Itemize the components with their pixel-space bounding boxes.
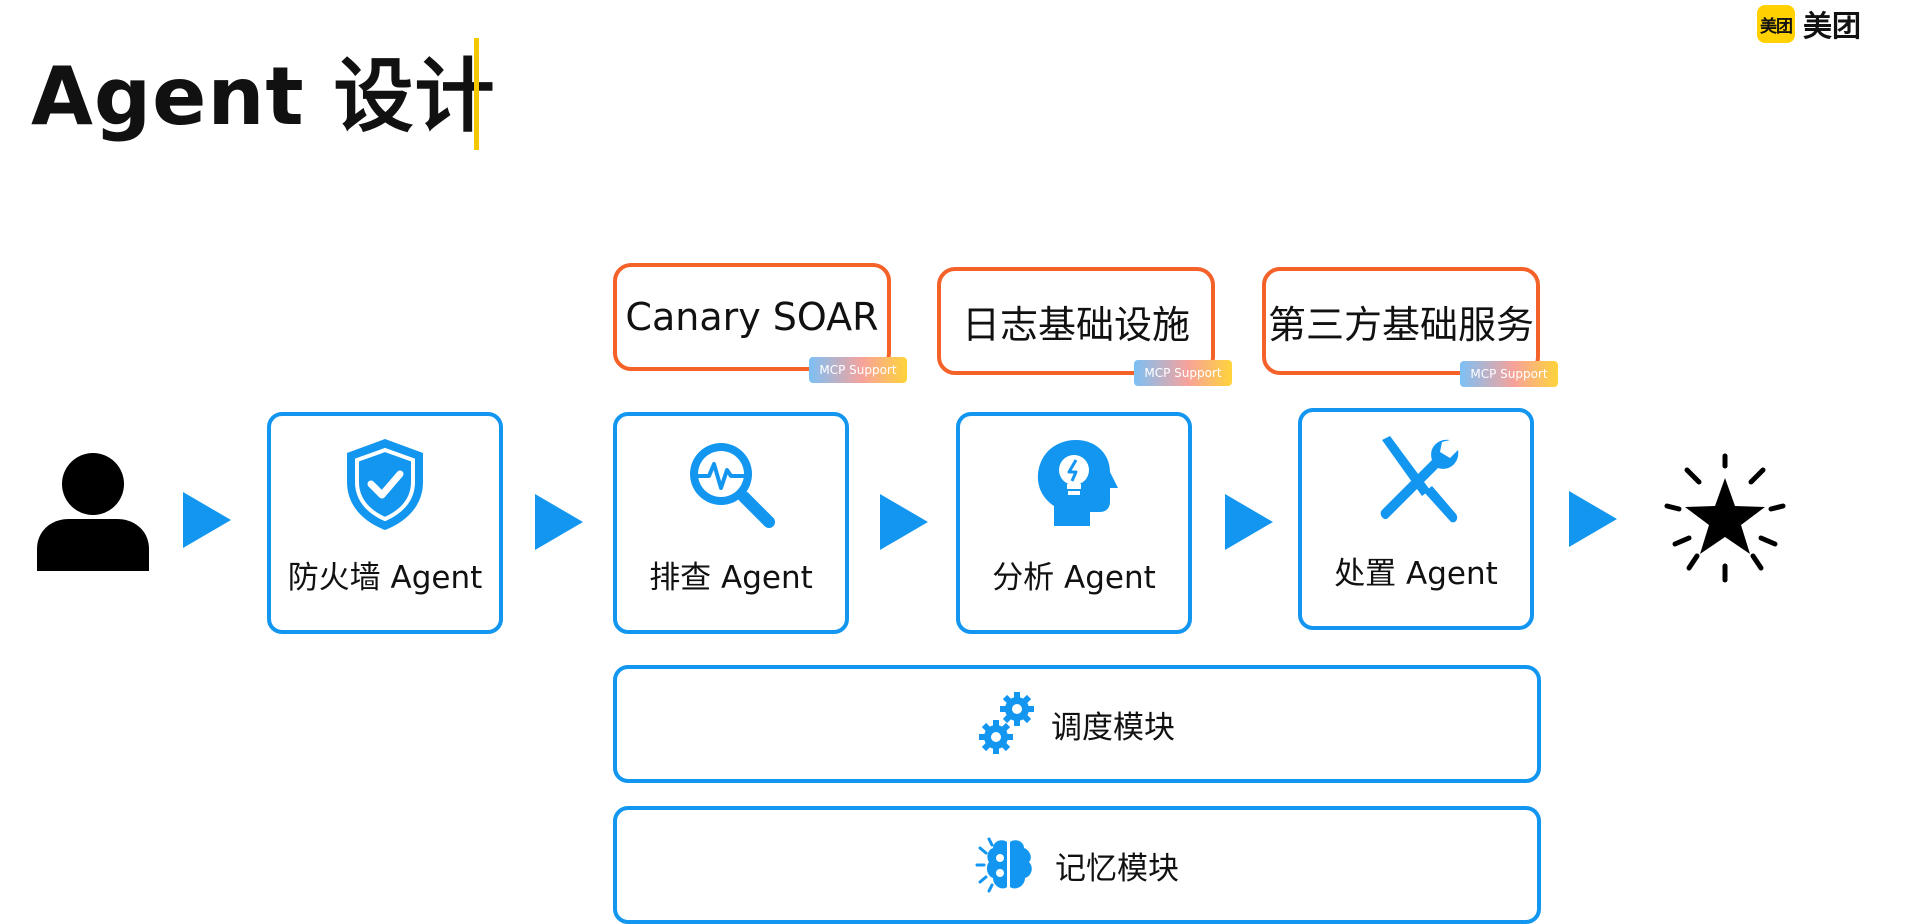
brand-name: 美团 bbox=[1803, 9, 1862, 43]
wrench-screwdriver-icon bbox=[1380, 436, 1459, 523]
brand-badge: 美团 bbox=[1757, 5, 1795, 43]
scheduling-module: 调度模块 bbox=[613, 665, 1541, 783]
head-lightbulb-icon bbox=[1037, 440, 1118, 526]
mcp-support-badge: MCP Support bbox=[809, 357, 907, 383]
flow-arrow bbox=[1569, 491, 1617, 547]
agent-label: 防火墙 Agent bbox=[287, 560, 483, 596]
agent-label: 分析 Agent bbox=[992, 560, 1156, 596]
agent-card-investigate: 排查 Agent bbox=[613, 412, 849, 634]
title-divider bbox=[474, 38, 479, 150]
brain-icon bbox=[975, 837, 1032, 893]
shield-check-icon bbox=[347, 439, 423, 530]
service-canary-soar: Canary SOAR bbox=[613, 263, 891, 371]
service-third-party: 第三方基础服务 bbox=[1262, 267, 1540, 375]
gears-icon bbox=[979, 692, 1034, 754]
flow-arrow bbox=[183, 492, 231, 548]
brand-logo: 美团 美团 bbox=[1757, 3, 1861, 45]
flow-arrow bbox=[1225, 494, 1273, 550]
agent-card-analyze: 分析 Agent bbox=[956, 412, 1192, 634]
module-label: 记忆模块 bbox=[1055, 850, 1179, 887]
flow-arrow bbox=[880, 494, 928, 550]
sparkle-star-icon bbox=[1664, 453, 1786, 583]
user-icon bbox=[37, 453, 149, 571]
mcp-support-badge: MCP Support bbox=[1134, 360, 1232, 386]
flow-arrow bbox=[535, 494, 583, 550]
page-title: Agent 设计 bbox=[31, 50, 496, 143]
magnifier-pulse-icon bbox=[690, 443, 775, 528]
agent-label: 处置 Agent bbox=[1334, 556, 1498, 592]
agent-label: 排查 Agent bbox=[649, 560, 813, 596]
service-log-infra: 日志基础设施 bbox=[937, 267, 1215, 375]
service-label: 日志基础设施 bbox=[961, 302, 1190, 347]
agent-card-remediate: 处置 Agent bbox=[1298, 408, 1534, 630]
memory-module: 记忆模块 bbox=[613, 806, 1541, 924]
service-label: Canary SOAR bbox=[625, 295, 879, 339]
service-label: 第三方基础服务 bbox=[1267, 302, 1534, 347]
agent-card-firewall: 防火墙 Agent bbox=[267, 412, 503, 634]
mcp-support-badge: MCP Support bbox=[1460, 361, 1558, 387]
module-label: 调度模块 bbox=[1051, 709, 1175, 746]
